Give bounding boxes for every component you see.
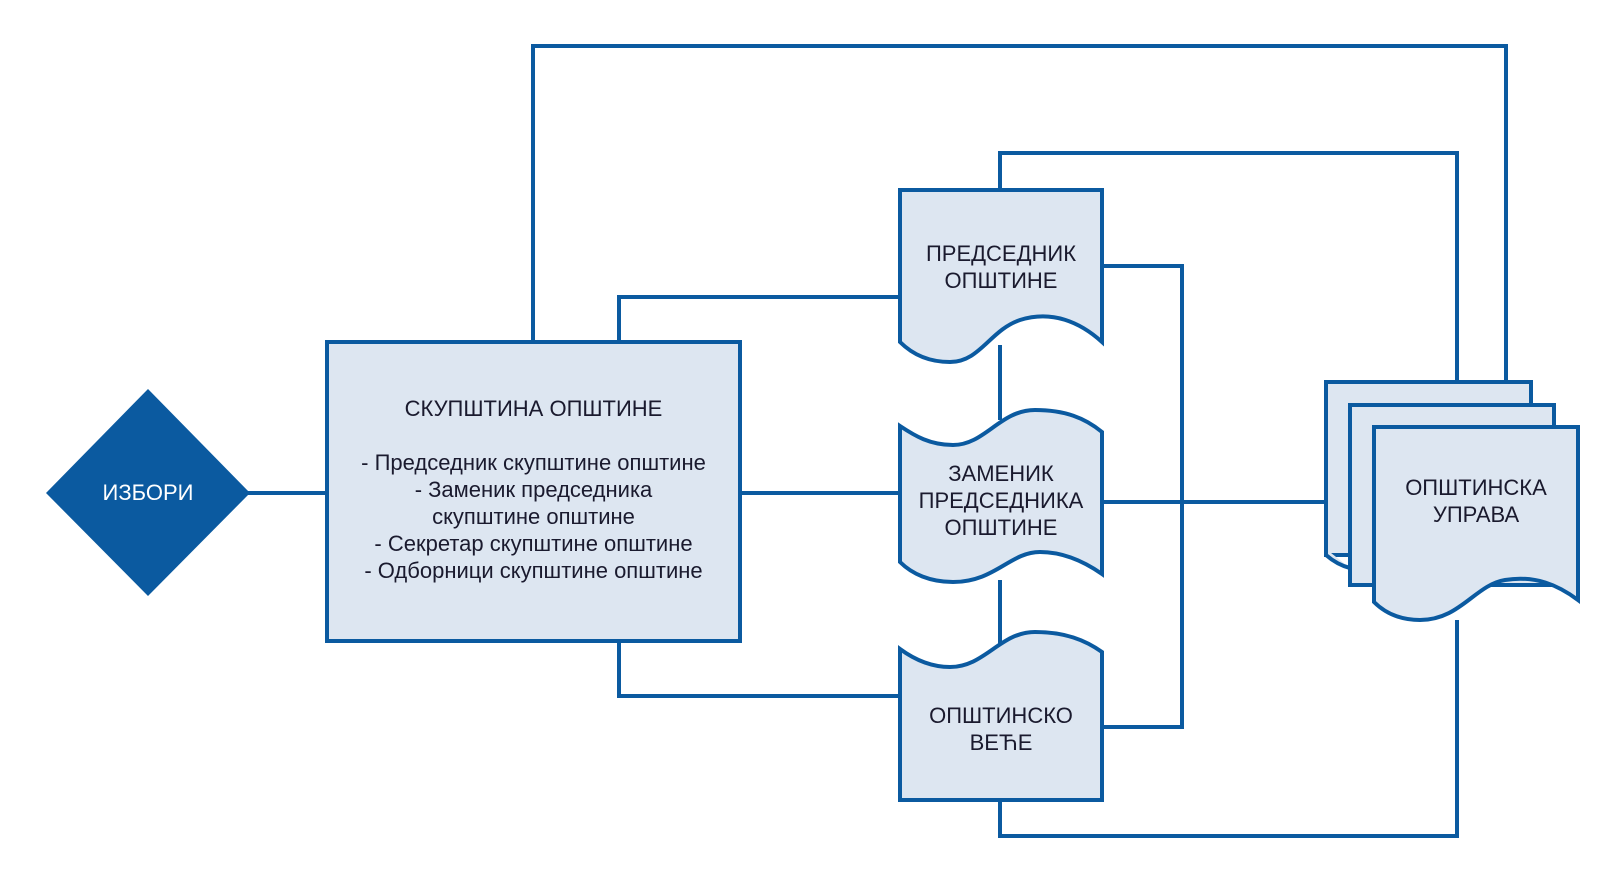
deputy-mayor-label-line: ОПШТИНЕ xyxy=(944,515,1058,540)
elections-label: ИЗБОРИ xyxy=(102,480,194,505)
edge-mayor-administration xyxy=(998,151,1459,382)
assembly-member: - Заменик председника xyxy=(414,477,653,502)
administration-label-line: УПРАВА xyxy=(1432,502,1520,527)
administration-label: ОПШТИНСКА УПРАВА xyxy=(1374,474,1578,528)
deputy-mayor-label-line: ЗАМЕНИК xyxy=(948,461,1054,486)
assembly-member: - Председник скупштине општине xyxy=(361,450,706,475)
assembly-member: - Одборници скупштине општине xyxy=(364,558,703,583)
edge-assembly-mayor xyxy=(617,295,898,342)
council-node xyxy=(898,629,1104,802)
assembly-member: - Секретар скупштине општине xyxy=(374,531,693,556)
assembly-label: СКУПШТИНА ОПШТИНЕ - Председник скупштине… xyxy=(327,395,740,584)
deputy-mayor-label-line: ПРЕДСЕДНИКА xyxy=(918,488,1084,513)
deputy-mayor-node xyxy=(898,407,1104,585)
mayor-node xyxy=(898,188,1104,365)
assembly-title: СКУПШТИНА ОПШТИНЕ xyxy=(404,396,663,421)
administration-label-line: ОПШТИНСКА xyxy=(1405,475,1547,500)
edge-assembly-administration xyxy=(531,44,1508,382)
elections-node xyxy=(46,389,250,596)
administration-node-front xyxy=(1372,425,1580,623)
assembly-spacer xyxy=(327,422,740,449)
assembly-node xyxy=(325,340,742,643)
edge-mayor-council-bus xyxy=(1102,264,1184,729)
edge-assembly-council xyxy=(617,641,898,698)
mayor-label: ПРЕДСЕДНИК ОПШТИНЕ xyxy=(900,240,1102,294)
council-label: ОПШТИНСКО ВЕЋЕ xyxy=(900,702,1102,756)
mayor-label-line: ПРЕДСЕДНИК xyxy=(925,241,1077,266)
deputy-mayor-label: ЗАМЕНИК ПРЕДСЕДНИКА ОПШТИНЕ xyxy=(900,460,1102,541)
council-label-line: ВЕЋЕ xyxy=(969,730,1033,755)
edge-council-administration xyxy=(998,620,1459,838)
administration-node-back-bottom xyxy=(1324,549,1351,570)
council-label-line: ОПШТИНСКО xyxy=(929,703,1073,728)
assembly-member: скупштине општине xyxy=(432,504,635,529)
mayor-label-line: ОПШТИНЕ xyxy=(944,268,1058,293)
